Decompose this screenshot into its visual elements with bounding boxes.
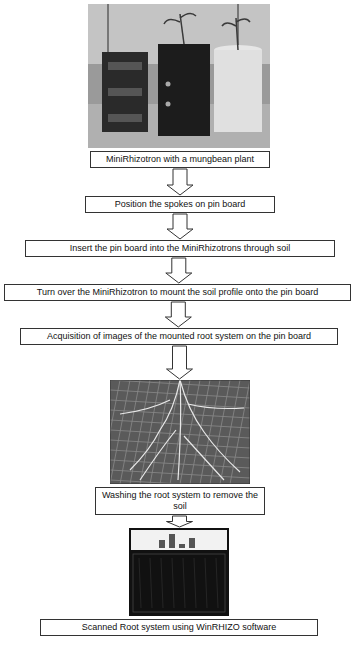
process-box: Washing the root system to remove the so… [95, 380, 265, 515]
process-box: Scanned Root system using WinRHIZO softw… [40, 528, 318, 636]
step-label-box: Position the spokes on pin board [85, 196, 275, 213]
step-label-box: Turn over the MiniRhizotron to mount the… [4, 284, 351, 301]
block-arrow [167, 214, 193, 239]
step-text: MiniRhizotron with a mungbean plant [106, 154, 254, 164]
step-text: Washing the root system to remove the so… [102, 490, 258, 511]
step-text: Scanned Root system using WinRHIZO softw… [82, 622, 277, 632]
block-arrow [167, 346, 193, 379]
process-box: Position the spokes on pin board [85, 196, 275, 213]
step-text: Acquisition of images of the mounted roo… [47, 331, 311, 341]
block-arrow [167, 169, 193, 195]
step-text: Turn over the MiniRhizotron to mount the… [37, 287, 318, 297]
step-label-box: Washing the root system to remove the so… [95, 487, 265, 515]
process-box: Insert the pin board into the MiniRhizot… [25, 240, 335, 257]
block-arrow [165, 302, 191, 327]
step-label-box: Acquisition of images of the mounted roo… [20, 328, 338, 345]
step-text: Insert the pin board into the MiniRhizot… [70, 243, 291, 253]
step-label-box: MiniRhizotron with a mungbean plant [90, 151, 270, 168]
step-label-box: Insert the pin board into the MiniRhizot… [25, 240, 335, 257]
block-arrow [167, 516, 193, 527]
step-label-box: Scanned Root system using WinRHIZO softw… [40, 619, 318, 636]
process-box: Acquisition of images of the mounted roo… [20, 328, 338, 345]
process-box: Turn over the MiniRhizotron to mount the… [4, 284, 351, 301]
step-text: Position the spokes on pin board [115, 199, 246, 209]
process-box: MiniRhizotron with a mungbean plant [90, 151, 270, 168]
rhizotron-photo [88, 4, 270, 148]
root-photo [110, 380, 250, 484]
block-arrow [166, 258, 192, 283]
software-screenshot [129, 528, 229, 616]
